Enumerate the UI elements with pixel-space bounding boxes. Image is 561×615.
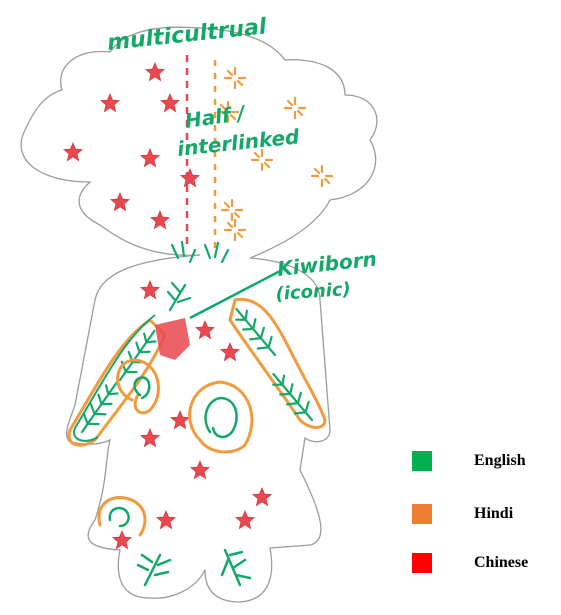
red-square-icon <box>412 553 432 573</box>
legend-item-hindi: Hindi <box>412 503 432 525</box>
spiral-marks <box>99 360 252 535</box>
right-arm-decoration <box>230 299 325 427</box>
annotation-half: Half / <box>183 101 247 133</box>
feet-fern-marks <box>138 550 250 585</box>
legend-item-english: English <box>412 450 432 472</box>
neck-fern-marks <box>168 242 228 310</box>
orange-square-icon <box>412 504 432 524</box>
legend-label: English <box>474 452 526 470</box>
green-square-icon <box>412 451 432 471</box>
annotation-iconic: (iconic) <box>275 279 352 305</box>
annotation-pointer <box>190 270 282 318</box>
chest-red-patch <box>155 318 190 360</box>
legend-label: Hindi <box>474 505 513 523</box>
annotation-multicultural: multicultrual <box>106 14 268 56</box>
legend-label: Chinese <box>474 554 528 572</box>
legend-item-chinese: Chinese <box>412 552 432 574</box>
annotation-kiwiborn: Kiwiborn <box>276 247 378 281</box>
